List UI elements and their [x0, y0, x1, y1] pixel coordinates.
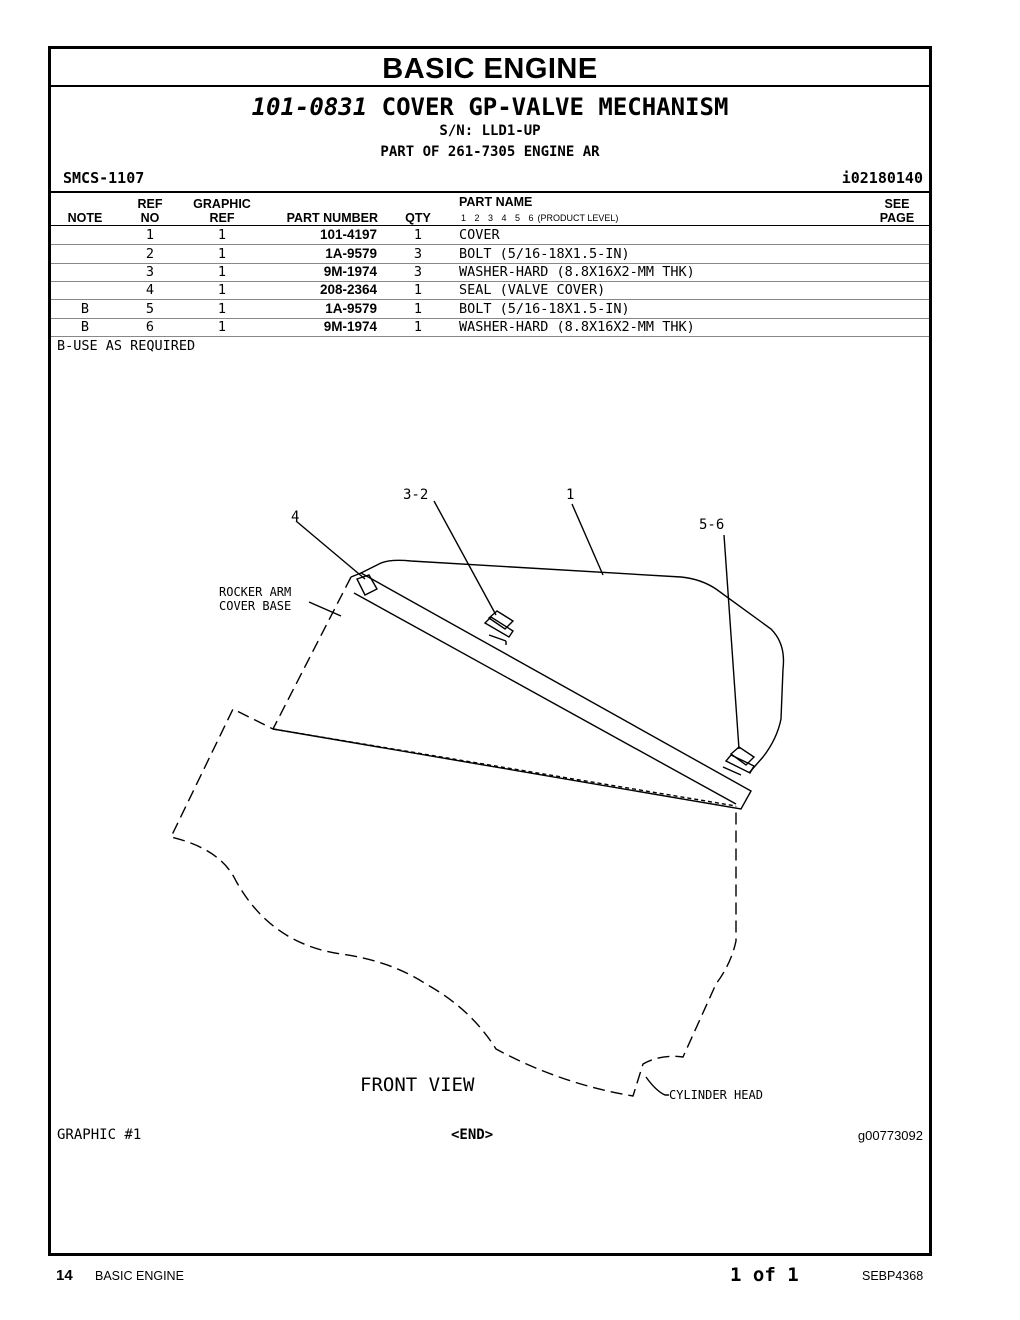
- row-graphic-ref: 1: [217, 301, 227, 317]
- product-level-numbers: 1 2 3 4 5 6: [461, 213, 534, 223]
- part-of: PART OF 261-7305 ENGINE AR: [380, 144, 600, 160]
- end-marker: <END>: [451, 1127, 494, 1143]
- product-level-label: (PRODUCT LEVEL): [537, 213, 619, 223]
- row-qty: 3: [413, 264, 423, 280]
- row-qty: 3: [413, 246, 423, 262]
- valve-cover-outline: [360, 559, 785, 774]
- label-cover-base: COVER BASE: [219, 599, 291, 613]
- row-qty: 1: [413, 301, 423, 317]
- table-row: 1 1 101-4197 1 COVER: [51, 226, 929, 245]
- row-part-number: 1A-9579: [325, 301, 377, 316]
- row-graphic-ref: 1: [217, 319, 227, 335]
- section-title: BASIC ENGINE: [51, 49, 929, 87]
- callout-4: 4: [291, 509, 299, 525]
- table-row: B 6 1 9M-1974 1 WASHER-HARD (8.8X16X2-MM…: [51, 318, 929, 337]
- graphic-id: g00773092: [857, 1128, 923, 1143]
- rocker-arm-cover-base: [272, 572, 752, 810]
- table-row: B 5 1 1A-9579 1 BOLT (5/16-18X1.5-IN): [51, 300, 929, 319]
- row-note: B: [80, 319, 90, 335]
- seal-detail: [356, 574, 378, 596]
- bolt-3-2: [483, 610, 515, 638]
- part-title: 101-0831 COVER GP-VALVE MECHANISM: [51, 93, 929, 121]
- footer-page-of: 1 of 1: [730, 1264, 799, 1286]
- row-ref: 6: [145, 319, 155, 335]
- row-qty: 1: [413, 319, 423, 335]
- footer-doc-number: SEBP4368: [862, 1269, 924, 1283]
- row-note: B: [80, 301, 90, 317]
- col-header-graphic-top: GRAPHIC: [193, 197, 251, 211]
- row-part-name: WASHER-HARD (8.8X16X2-MM THK): [459, 264, 695, 280]
- row-ref: 2: [145, 246, 155, 262]
- footer-page-number: 14: [56, 1267, 73, 1284]
- col-header-graphic-bottom: REF: [209, 211, 235, 225]
- row-qty: 1: [413, 227, 423, 243]
- valve-cover-illustration: 3-2 1 4 5-6 ROCKER ARM COVER BASE FRONT …: [169, 487, 785, 1102]
- callout-3-2: 3-2: [403, 487, 428, 503]
- row-graphic-ref: 1: [217, 264, 227, 280]
- serial-number: S/N: LLD1-UP: [439, 123, 541, 139]
- row-ref: 4: [145, 282, 155, 298]
- table-row: 2 1 1A-9579 3 BOLT (5/16-18X1.5-IN): [51, 245, 929, 264]
- col-header-part-number: PART NUMBER: [286, 211, 378, 225]
- row-part-name: WASHER-HARD (8.8X16X2-MM THK): [459, 319, 695, 335]
- engine-block-outline: [169, 576, 737, 1097]
- col-header-ref-top: REF: [137, 197, 163, 211]
- row-part-number: 208-2364: [319, 282, 377, 297]
- table-header-rule: [51, 225, 929, 226]
- row-part-number: 1A-9579: [325, 246, 377, 261]
- row-ref: 1: [145, 227, 155, 243]
- illustration-id: i02180140: [841, 169, 923, 187]
- row-qty: 1: [413, 282, 423, 298]
- col-header-see-bottom: PAGE: [879, 211, 915, 225]
- row-ref: 5: [145, 301, 155, 317]
- label-rocker-arm: ROCKER ARM: [219, 585, 291, 599]
- table-row: 4 1 208-2364 1 SEAL (VALVE COVER): [51, 281, 929, 300]
- col-header-qty: QTY: [405, 211, 431, 225]
- product-level-header: 1 2 3 4 5 6(PRODUCT LEVEL): [461, 213, 618, 223]
- row-part-name: SEAL (VALVE COVER): [459, 282, 606, 298]
- col-header-see-top: SEE: [884, 197, 910, 211]
- callout-5-6: 5-6: [699, 517, 724, 533]
- row-part-name: COVER: [459, 227, 500, 243]
- part-title-name: COVER GP-VALVE MECHANISM: [381, 93, 729, 121]
- table-top-rule: [51, 191, 929, 193]
- row-part-number: 9M-1974: [323, 264, 377, 279]
- row-part-name: BOLT (5/16-18X1.5-IN): [459, 246, 630, 262]
- col-header-ref-bottom: NO: [140, 211, 160, 225]
- row-graphic-ref: 1: [217, 246, 227, 262]
- page-frame: BASIC ENGINE 101-0831 COVER GP-VALVE MEC…: [48, 46, 932, 1256]
- smcs-code: SMCS-1107: [63, 169, 145, 187]
- row-part-name: BOLT (5/16-18X1.5-IN): [459, 301, 630, 317]
- row-graphic-ref: 1: [217, 227, 227, 243]
- row-part-number: 101-4197: [319, 227, 377, 242]
- label-cylinder-head: CYLINDER HEAD: [669, 1088, 763, 1102]
- callout-1: 1: [566, 487, 574, 503]
- row-ref: 3: [145, 264, 155, 280]
- graphic-caption: GRAPHIC #1: [57, 1127, 142, 1143]
- col-header-part-name: PART NAME: [459, 195, 533, 209]
- bolt-5-6: [724, 746, 756, 774]
- row-graphic-ref: 1: [217, 282, 227, 298]
- label-front-view: FRONT VIEW: [360, 1074, 475, 1096]
- footer-section: BASIC ENGINE: [95, 1269, 184, 1283]
- col-header-note: NOTE: [67, 211, 103, 225]
- row-part-number: 9M-1974: [323, 319, 377, 334]
- note-b: B-USE AS REQUIRED: [57, 338, 196, 354]
- part-title-number: 101-0831: [251, 93, 368, 121]
- table-row: 3 1 9M-1974 3 WASHER-HARD (8.8X16X2-MM T…: [51, 263, 929, 282]
